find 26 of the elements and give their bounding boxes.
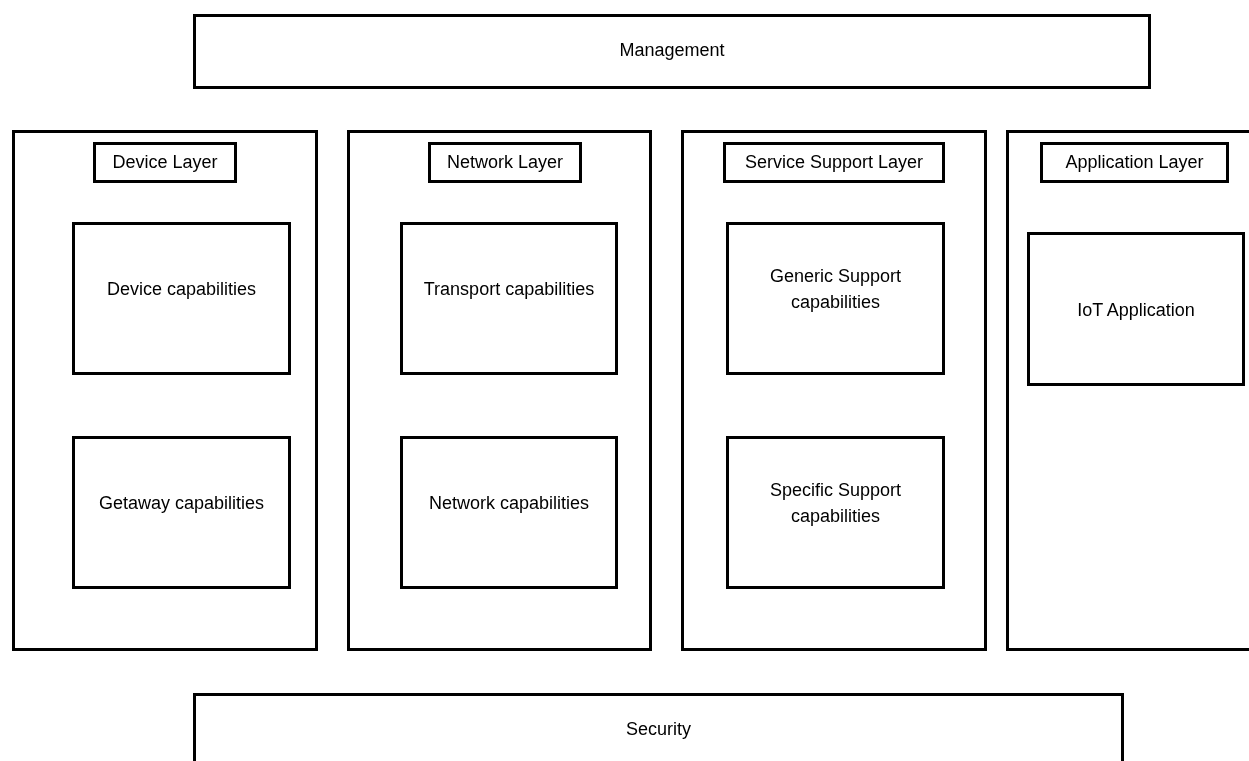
box-label: Generic Support capabilities: [768, 264, 903, 314]
box-label: Security: [626, 718, 691, 741]
layer-heading: Service Support Layer: [723, 142, 945, 183]
layer-heading: Network Layer: [428, 142, 582, 183]
capability-box: [400, 222, 618, 375]
box-label: Network capabilities: [428, 491, 590, 515]
capability-box: [726, 222, 945, 375]
layer-panel: [12, 130, 318, 651]
layer-panel: [1006, 130, 1249, 651]
capability-box: [72, 222, 291, 375]
capability-box: [400, 436, 618, 589]
box-label: Specific Support capabilities: [768, 478, 903, 528]
box-label: Device capabilities: [106, 277, 257, 301]
layer-box: [193, 693, 1124, 761]
capability-box: [72, 436, 291, 589]
box-label: Getaway capabilities: [98, 491, 265, 515]
layer-box: [193, 14, 1151, 89]
layer-heading: Application Layer: [1040, 142, 1229, 183]
capability-box: [1027, 232, 1245, 386]
layer-heading: Device Layer: [93, 142, 237, 183]
layer-panel: [347, 130, 652, 651]
box-label: Transport capabilities: [423, 277, 595, 301]
capability-box: [726, 436, 945, 589]
box-label: IoT Application: [1077, 299, 1195, 322]
layer-panel: [681, 130, 987, 651]
box-label: Management: [619, 39, 725, 62]
